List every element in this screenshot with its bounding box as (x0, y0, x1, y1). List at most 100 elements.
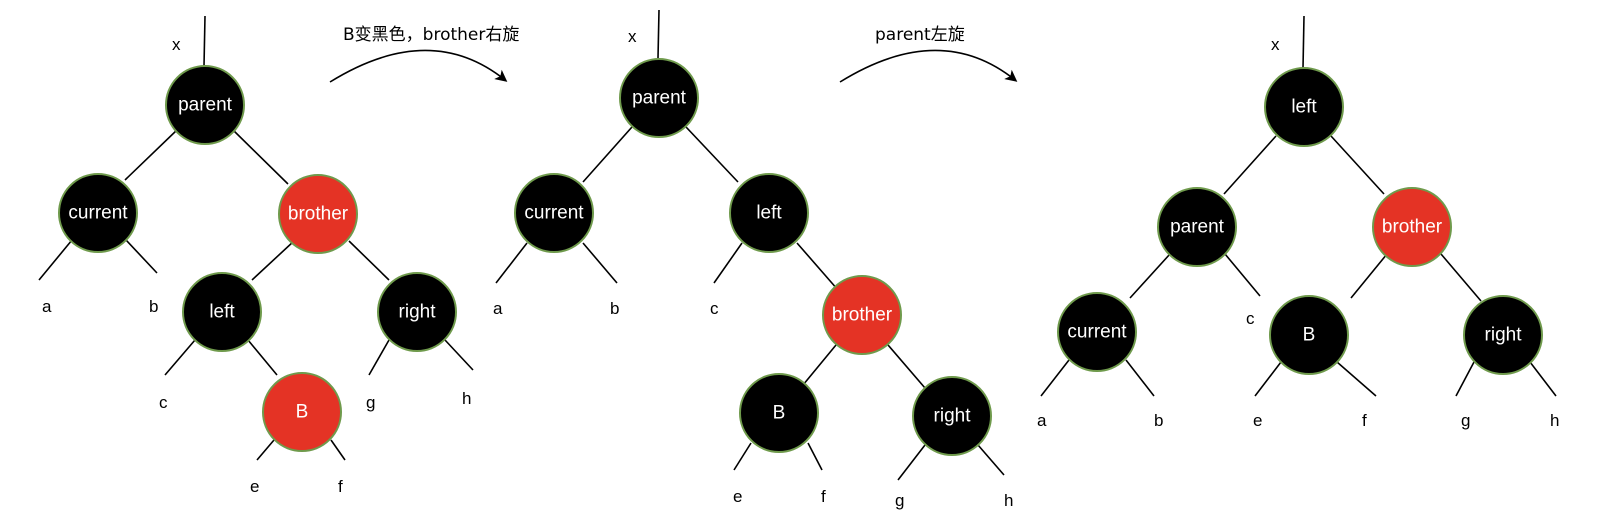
leaf-label-b: b (1154, 411, 1163, 430)
edge (733, 442, 752, 471)
edge (582, 242, 618, 284)
edge (887, 344, 926, 389)
edge (1350, 253, 1388, 299)
edge (1224, 253, 1261, 297)
tree-node-brother: brother (278, 174, 358, 254)
svg-text:right: right (1485, 325, 1523, 346)
leaf-label-a: a (1037, 411, 1047, 430)
tree-node-B: B (1269, 295, 1349, 375)
svg-text:brother: brother (832, 305, 893, 326)
leaf-label-e: e (733, 487, 742, 506)
tree-node-brother: brother (1372, 187, 1452, 267)
leaf-label-f: f (338, 477, 343, 496)
tree-node-B: B (262, 372, 342, 452)
edge (1125, 359, 1155, 397)
leaf-label-h: h (1004, 491, 1013, 510)
edge (685, 126, 739, 183)
leaf-label-g: g (1461, 411, 1470, 430)
leaf-label-c: c (159, 393, 168, 412)
edge (713, 242, 743, 284)
edge (802, 344, 837, 386)
step-2-arrow (839, 49, 1018, 83)
edge (1330, 135, 1385, 195)
leaf-label-e: e (250, 477, 259, 496)
svg-text:parent: parent (178, 95, 233, 116)
edge (495, 242, 528, 284)
leaf-label-b: b (610, 299, 619, 318)
edge (164, 339, 196, 376)
edge (124, 128, 179, 181)
svg-text:left: left (756, 203, 782, 224)
leaf-label-h: h (1550, 411, 1559, 430)
svg-text:right: right (399, 302, 437, 323)
edge (1223, 135, 1277, 195)
edge (38, 239, 73, 281)
x-label: x (1271, 35, 1280, 54)
edge (125, 239, 158, 274)
edge (444, 339, 474, 371)
step-1: B变黑色，brother右旋 (329, 25, 519, 83)
tree-2: parent current left brother B right x a … (493, 9, 1013, 510)
leaf-label-h: h (462, 389, 471, 408)
edge (807, 442, 823, 471)
leaf-label-c: c (710, 299, 719, 318)
tree-3: left parent brother current B right x c … (1037, 15, 1559, 430)
step-1-caption: B变黑色，brother右旋 (343, 25, 519, 45)
svg-text:current: current (68, 203, 128, 224)
edge (231, 128, 289, 185)
tree-node-right: right (1463, 295, 1543, 375)
svg-text:current: current (1067, 322, 1127, 343)
x-label: x (628, 27, 637, 46)
edge (368, 339, 390, 376)
svg-text:brother: brother (288, 204, 349, 225)
edge (1455, 361, 1475, 397)
svg-text:current: current (524, 203, 584, 224)
svg-text:B: B (773, 403, 786, 424)
tree-node-left: left (182, 272, 262, 352)
edge (657, 9, 660, 59)
leaf-label-a: a (493, 299, 503, 318)
tree-node-current: current (514, 173, 594, 253)
tree-node-right: right (912, 376, 992, 456)
svg-text:B: B (296, 402, 309, 423)
svg-text:parent: parent (632, 88, 687, 109)
edge (1440, 253, 1482, 302)
tree-node-current: current (58, 173, 138, 253)
x-label: x (172, 35, 181, 54)
tree-node-brother: brother (822, 275, 902, 355)
tree-node-parent: parent (165, 65, 245, 145)
edge (796, 242, 839, 291)
leaf-label-e: e (1253, 411, 1262, 430)
edge (330, 439, 346, 461)
edge (1302, 15, 1305, 69)
svg-text:left: left (1291, 97, 1317, 118)
edge (1040, 359, 1070, 397)
edge (1336, 361, 1377, 397)
edge (256, 439, 275, 461)
edge (1129, 253, 1171, 299)
svg-text:right: right (934, 406, 972, 427)
edge (203, 15, 206, 67)
tree-node-current: current (1057, 292, 1137, 372)
tree-node-parent: parent (619, 58, 699, 138)
tree-node-B: B (739, 373, 819, 453)
leaf-label-b: b (149, 297, 158, 316)
svg-text:brother: brother (1382, 217, 1443, 238)
edge (582, 126, 633, 183)
step-1-arrow (329, 49, 508, 83)
edge (1529, 361, 1557, 397)
leaf-label-g: g (895, 491, 904, 510)
edge (1254, 361, 1282, 397)
leaf-label-a: a (42, 297, 52, 316)
edge (897, 444, 926, 481)
leaf-label-f: f (821, 487, 826, 506)
svg-text:B: B (1303, 325, 1316, 346)
edge (247, 339, 278, 376)
step-2: parent左旋 (839, 25, 1018, 83)
edge (251, 240, 295, 281)
svg-text:left: left (209, 302, 235, 323)
tree-node-parent: parent (1157, 187, 1237, 267)
tree-node-left: left (1264, 67, 1344, 147)
svg-text:parent: parent (1170, 217, 1225, 238)
